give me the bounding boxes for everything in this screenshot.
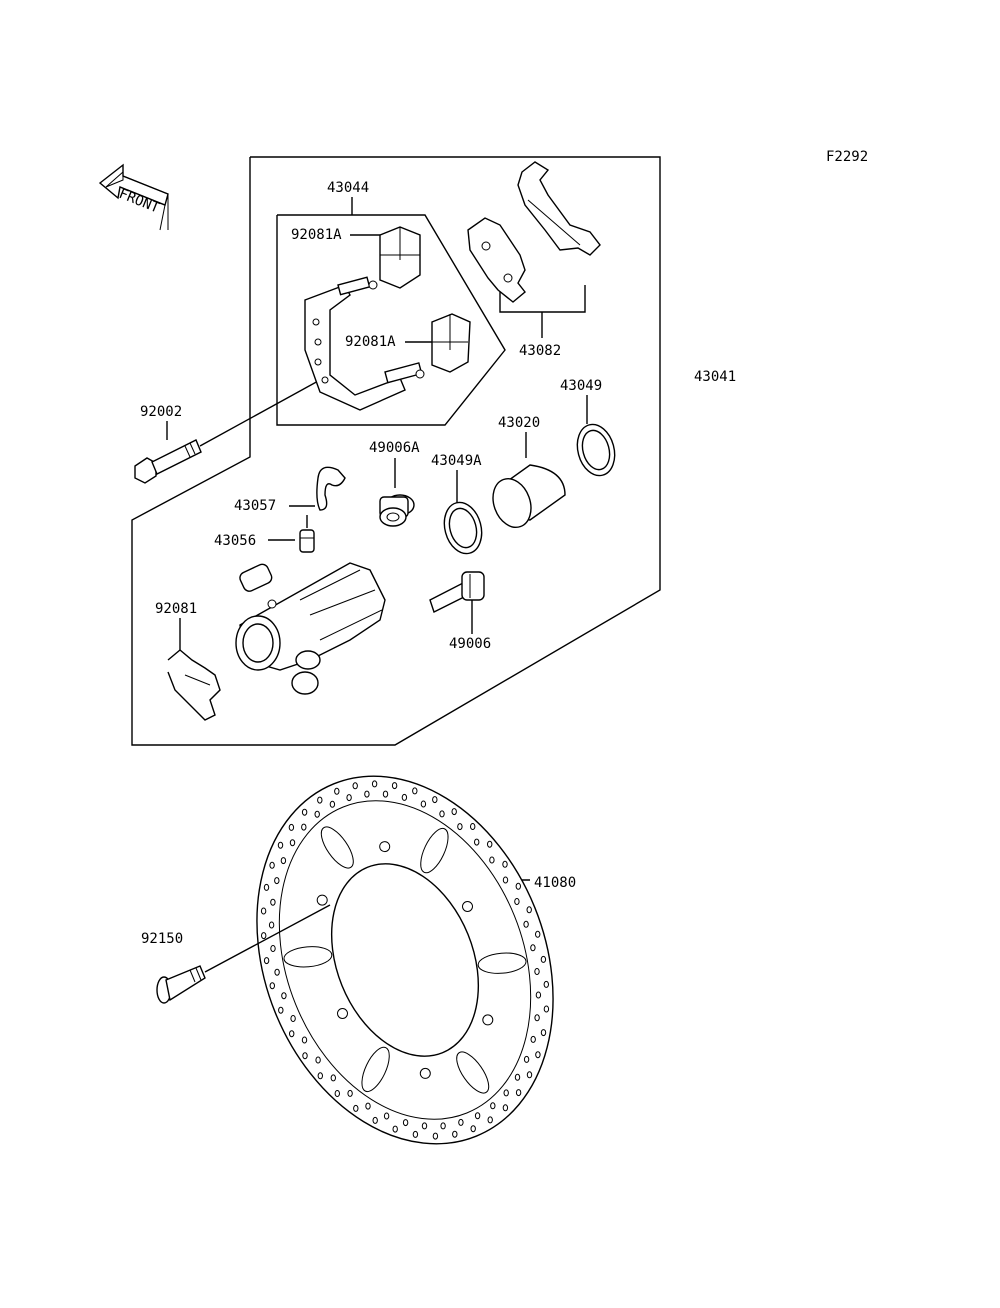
caliper-bracket-43044 xyxy=(304,276,425,411)
leader-lines xyxy=(166,234,588,881)
disc-bolt-92150 xyxy=(156,904,331,1004)
caliper-assembly-outline xyxy=(131,156,661,746)
bleeder-cap-43057 xyxy=(316,466,346,511)
label-43044: 43044 xyxy=(327,180,369,196)
brake-disc-41080 xyxy=(256,775,554,1145)
bolt-92002 xyxy=(134,379,321,484)
bleeder-valve-43056 xyxy=(299,515,315,553)
caliper-piston-43020 xyxy=(492,464,566,528)
label-41080: 41080 xyxy=(534,875,576,891)
pad-spring-92081 xyxy=(167,649,221,721)
label-49006: 49006 xyxy=(449,636,491,652)
label-43082: 43082 xyxy=(519,343,561,359)
label-43020: 43020 xyxy=(498,415,540,431)
label-43049a: 43049A xyxy=(431,453,482,469)
piston-seal-43049 xyxy=(576,423,616,477)
brake-pad-inner-43082 xyxy=(467,217,526,303)
label-92150: 92150 xyxy=(141,931,183,947)
label-92081a-upper: 92081A xyxy=(291,227,342,243)
caliper-body xyxy=(235,562,386,695)
label-43041: 43041 xyxy=(694,369,736,385)
label-92081a-lower: 92081A xyxy=(345,334,396,350)
front-arrow-icon: FRONT xyxy=(98,163,169,231)
label-43056: 43056 xyxy=(214,533,256,549)
pad-clip-92081a-lower xyxy=(431,313,471,373)
label-43049: 43049 xyxy=(560,378,602,394)
bracket-assembly-outline xyxy=(276,214,506,426)
slide-pin-49006 xyxy=(429,571,485,613)
label-43057: 43057 xyxy=(234,498,276,514)
pad-clip-92081a-upper xyxy=(379,226,421,289)
dust-seal-43049a xyxy=(443,501,483,555)
boot-49006a xyxy=(379,494,415,527)
label-49006a: 49006A xyxy=(369,440,420,456)
brake-pad-outer-43082 xyxy=(517,161,601,256)
label-92081: 92081 xyxy=(155,601,197,617)
figure-code: F2292 xyxy=(826,149,868,165)
label-92002: 92002 xyxy=(140,404,182,420)
